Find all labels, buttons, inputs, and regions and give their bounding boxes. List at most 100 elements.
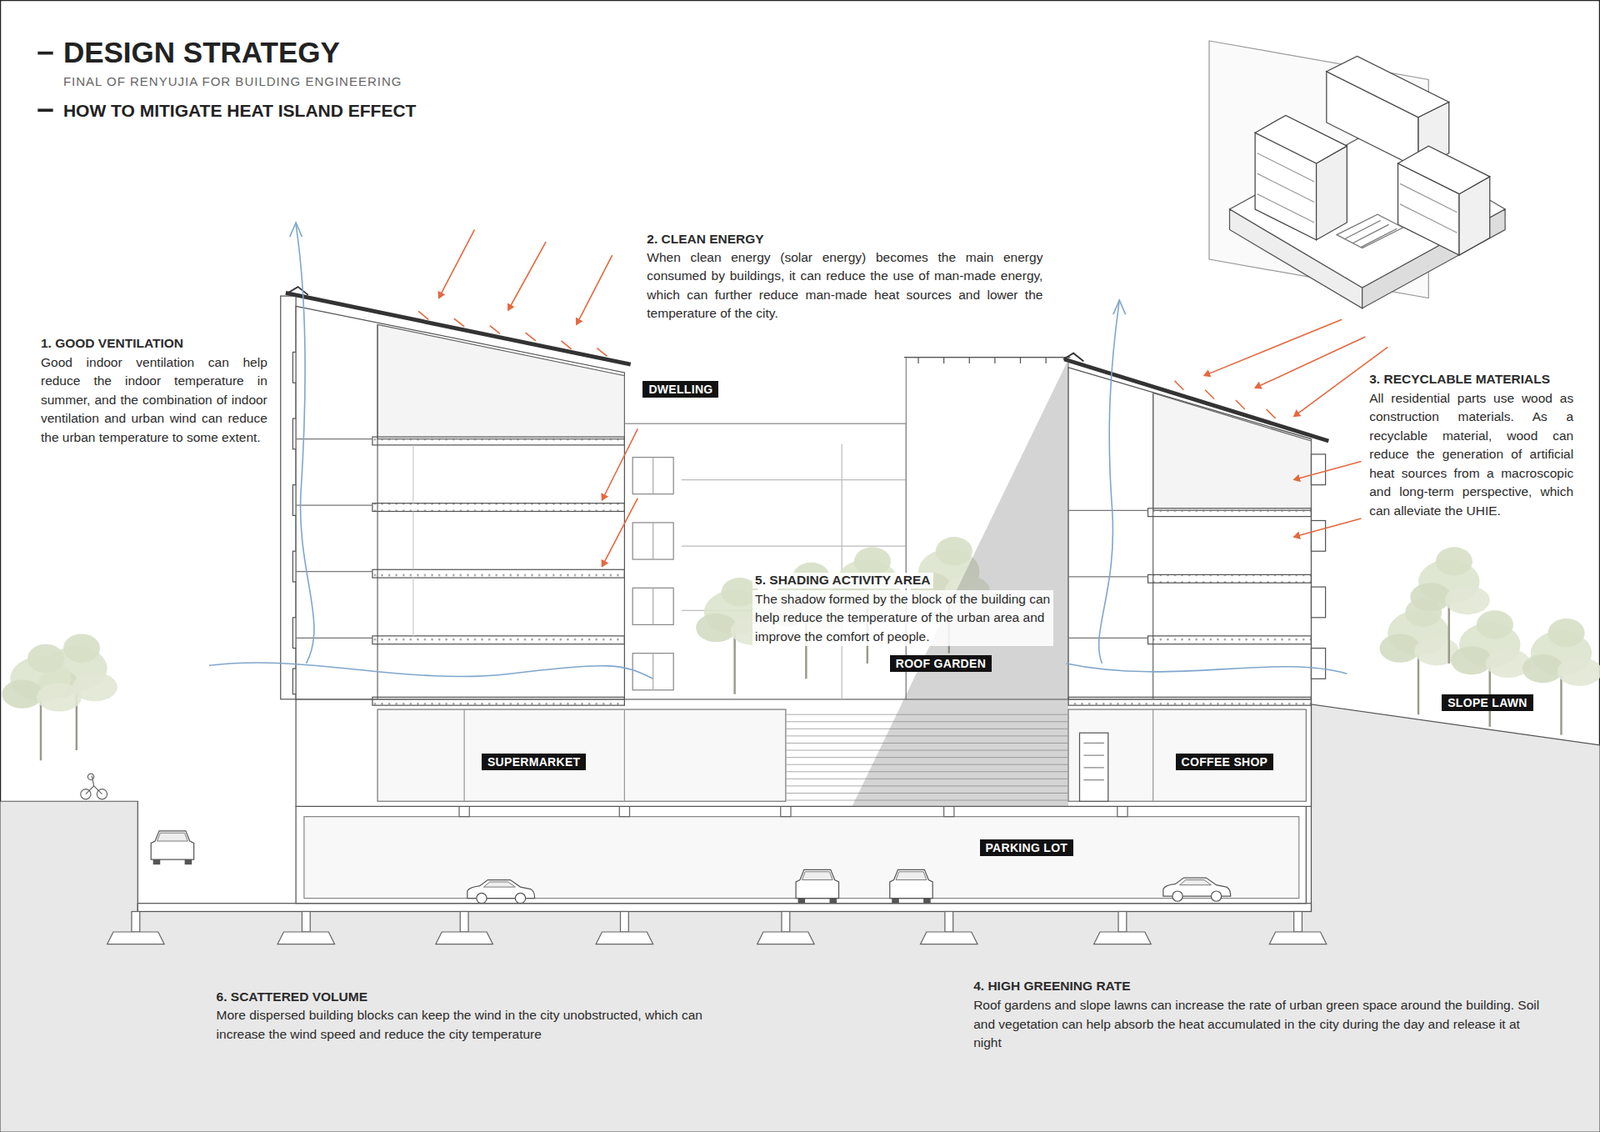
right-tower [1063,353,1329,705]
retail-level-part [1083,742,1104,780]
trees-part [1,644,82,761]
tag-text: SLOPE LAWN [1447,695,1528,710]
middle-block-part [632,587,674,625]
strategy-text: Roof gardens and slope lawns can increas… [973,995,1550,1053]
strategy-text: All residential parts use wood as constr… [1366,389,1576,521]
axonometric-view-part [1257,153,1315,223]
middle-block-part [652,457,654,495]
solar-arrows [418,230,1388,567]
subtitle: FINAL OF RENYUJIA FOR BUILDING ENGINEERI… [63,72,403,92]
middle-block-part [652,653,654,690]
space-tag: PARKING LOT [980,839,1075,856]
right-tower-part [1068,510,1149,638]
space-tag: ROOF GARDEN [890,655,992,672]
heading-dashes [37,53,53,111]
middle-block-part [632,457,674,495]
solar-arrows-part [1294,518,1362,537]
strategy-heading: 3. RECYCLABLE MATERIALS [1369,371,1550,388]
parking-level [150,805,1306,903]
wind-lines-part [209,662,654,679]
tag-text: PARKING LOT [985,840,1069,855]
solar-arrows-part [508,241,546,310]
space-tag: DWELLING [642,380,719,398]
diagram-title: DESIGN STRATEGY [63,35,340,70]
right-tower-part [1152,392,1154,699]
heading-dashes-part [37,51,53,55]
trees-part [1522,618,1600,735]
solar-arrows-part [576,255,613,325]
foundation-part [595,911,654,945]
parking-level-part [295,805,1306,903]
space-tag: SUPERMARKET [481,753,586,770]
section-heading: HOW TO MITIGATE HEAT ISLAND EFFECT [63,100,416,121]
left-tower-part [372,569,625,578]
left-tower-part [295,439,373,639]
strategy-heading: 5. SHADING ACTIVITY AREA [752,572,933,589]
strategy-heading: 4. HIGH GREENING RATE [973,978,1130,995]
retail-level-part [1152,709,1154,801]
right-tower-part [1068,367,1311,700]
retail-level-part [624,709,625,801]
middle-block-part [904,357,1071,364]
parking-level-part [890,869,933,903]
solar-arrows-part [418,310,608,356]
left-tower [280,286,631,705]
parking-level-part [1117,805,1128,816]
parking-level-part [467,880,535,904]
solar-arrows-part [1255,336,1365,388]
middle-block-part [632,522,674,560]
foundation-part [435,911,494,945]
foundation-part [107,911,165,945]
foundation-part [757,911,815,945]
foundation [107,903,1327,945]
left-tower-part [412,445,414,636]
strategy-heading: 1. GOOD VENTILATION [40,335,184,352]
wind-lines-part [1099,300,1120,664]
solar-arrows-part [1204,319,1342,375]
axonometric-view [1209,40,1505,309]
bicycle [80,773,108,800]
solar-arrows-part [1174,380,1275,419]
right-tower-part [1148,508,1312,517]
solar-arrows-part [601,498,638,567]
parking-level-part [459,805,470,816]
retail-level [295,699,1311,807]
parking-level-part [619,805,630,816]
left-tower-part [295,305,625,699]
right-tower-part [1148,635,1312,645]
bicycle-part [85,773,103,794]
retail-level-part [1068,709,1306,801]
parking-level-part [944,805,955,816]
solar-arrows-part [1294,460,1362,480]
left-tower-part [372,696,625,705]
foundation-part [920,911,978,945]
wind-lines [209,222,1347,679]
right-tower-part [1310,520,1325,552]
foundation-part [137,903,1311,912]
heading-dashes-part [37,108,53,112]
right-tower-part [1310,586,1325,618]
right-tower-part [1310,454,1325,485]
wind-lines-part [1113,300,1126,315]
retail-level-part [295,699,1311,807]
axonometric-view-part [1336,214,1404,248]
tag-text: SUPERMARKET [487,755,580,769]
middle-block-part [652,587,654,625]
middle-block-part [652,522,654,560]
axonometric-view-part [1400,183,1458,233]
right-tower-part [1148,574,1312,583]
axonometric-view-part [1326,55,1450,117]
foundation-part [1269,911,1327,945]
wind-lines-part [290,222,303,237]
foundation-part [1094,911,1152,945]
solar-arrows-part [439,230,475,299]
tag-text: COFFEE SHOP [1181,755,1269,769]
left-tower-part [287,286,308,295]
left-tower-part [372,503,625,512]
space-tag: SLOPE LAWN [1441,694,1534,711]
strategy-text: The shadow formed by the block of the bu… [752,590,1054,647]
